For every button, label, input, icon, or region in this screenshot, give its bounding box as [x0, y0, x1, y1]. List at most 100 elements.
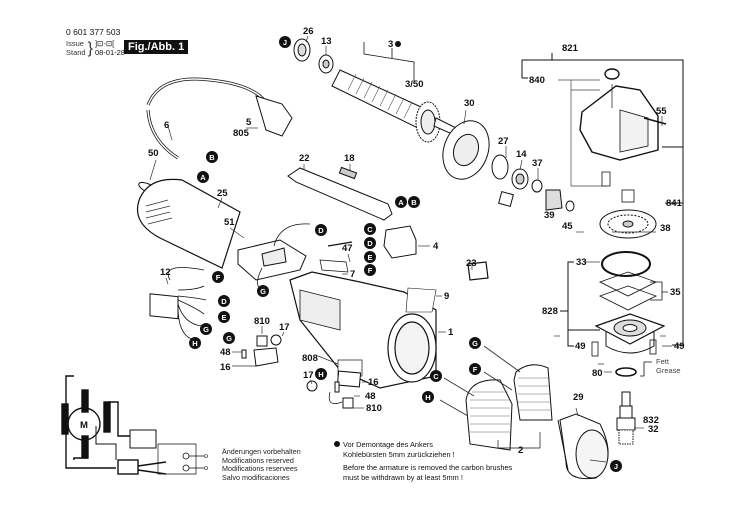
issue-label: Issue [66, 39, 84, 48]
part-label: 39 [544, 210, 555, 221]
part-label: 3 [388, 39, 393, 50]
marker-A: A [197, 171, 209, 183]
part-label: 26 [303, 26, 314, 37]
marker-F: F [469, 363, 481, 375]
svg-text:J: J [614, 462, 618, 471]
part-label: 35 [670, 287, 681, 298]
armature-drawing [293, 38, 457, 143]
marker-G: G [200, 323, 212, 335]
grease-label-en: Grease [656, 366, 681, 375]
svg-text:E: E [367, 253, 372, 262]
part-label: 47 [342, 243, 353, 254]
part-label: 25 [217, 188, 228, 199]
svg-text:C: C [367, 225, 373, 234]
grease-label-de: Fett [656, 357, 670, 366]
part-label: 821 [562, 43, 579, 54]
marker-F: F [212, 271, 224, 283]
svg-text:G: G [203, 325, 209, 334]
note-bullet-icon [395, 41, 401, 47]
marker-D: D [364, 237, 376, 249]
marker-B: B [206, 151, 218, 163]
part-label: 12 [160, 267, 171, 278]
svg-text:D: D [221, 297, 227, 306]
marker-D: D [315, 224, 327, 236]
o-ring-drawing [601, 251, 651, 277]
part-label: 1 [448, 327, 454, 338]
part-label: 33 [576, 257, 587, 268]
brush-holder-drawing [253, 347, 279, 367]
fan-drawing [442, 120, 575, 212]
marker-A: A [395, 196, 407, 208]
brace-glyph: } [87, 39, 93, 57]
part-label: 32 [648, 424, 659, 435]
svg-text:C: C [433, 372, 439, 381]
part-label: 37 [532, 158, 543, 169]
marker-C: C [430, 370, 442, 382]
svg-text:F: F [368, 266, 373, 275]
motor-symbol: M [80, 420, 88, 431]
electronics-module-drawing [237, 223, 311, 289]
part-label: 7 [350, 269, 355, 280]
document-header: 0 601 377 503 Issue Stand } ]⊡-⊡[ 08-01-… [66, 28, 125, 57]
svg-text:A: A [200, 173, 206, 182]
svg-text:B: B [209, 153, 215, 162]
connection-markers: J B A A B C D E F D F G D E G H G H G F … [189, 36, 622, 472]
module-12-drawing [149, 267, 207, 341]
stand-value: 08-01-28 [94, 47, 125, 57]
part-label: 49 [575, 341, 586, 352]
part-number: 0 601 377 503 [66, 27, 121, 37]
stator-drawing [465, 364, 553, 451]
svg-text:D: D [318, 226, 324, 235]
gear-housing-drawing [579, 68, 667, 203]
part-label: 27 [498, 136, 509, 147]
part-label: 22 [299, 153, 310, 164]
marker-G: G [223, 332, 235, 344]
part-label: 3/50 [405, 79, 424, 90]
part-label: 6 [164, 120, 169, 131]
part-label: 17 [303, 370, 314, 381]
modifications-notice: Änderungen vorbehalten Modifications res… [222, 447, 301, 482]
cover-drawing [136, 178, 241, 269]
part-label: 5 [246, 117, 252, 128]
part-label: 51 [224, 217, 235, 228]
part-label: 828 [542, 306, 558, 317]
marker-H: H [189, 337, 201, 349]
part-label: 29 [573, 392, 584, 403]
svg-text:A: A [398, 198, 404, 207]
marker-J: J [610, 460, 622, 472]
marker-F: F [364, 264, 376, 276]
spring-drawing [338, 166, 358, 180]
part-label: 841 [666, 198, 683, 209]
marker-D: D [218, 295, 230, 307]
part-label: 808 [302, 353, 318, 364]
svg-text:H: H [192, 339, 197, 348]
part-label: 840 [529, 75, 545, 86]
figure-label: Fig./Abb. 1 [124, 40, 189, 54]
armature-note: Vor Demontage des Ankers Kohlebürsten 5m… [334, 440, 512, 483]
svg-text:E: E [221, 313, 226, 322]
part-label: 17 [279, 322, 290, 333]
part-label: 18 [344, 153, 355, 164]
part-label: 50 [148, 148, 159, 159]
part-label: 45 [562, 221, 573, 232]
power-cord-drawing [138, 77, 293, 195]
marker-H: H [422, 391, 434, 403]
motor-housing-drawing [289, 261, 489, 389]
svg-text:G: G [260, 287, 266, 296]
part-label: 4 [433, 241, 439, 252]
bevel-gear-drawing [599, 209, 657, 239]
bullet-icon [334, 441, 340, 447]
svg-text:H: H [425, 393, 430, 402]
leader-lines [149, 35, 672, 463]
part-label: 48 [365, 391, 376, 402]
part-label: 16 [220, 362, 231, 373]
spindle-drawing [616, 391, 636, 445]
gasket-drawing [598, 271, 658, 297]
svg-text:D: D [367, 239, 373, 248]
svg-text:F: F [473, 365, 478, 374]
part-label: 832 [643, 415, 659, 426]
part-label: 2 [518, 445, 523, 456]
part-labels: 26 13 3 3/50 30 27 14 37 39 45 821 840 5… [148, 26, 685, 456]
svg-text:B: B [411, 198, 417, 207]
